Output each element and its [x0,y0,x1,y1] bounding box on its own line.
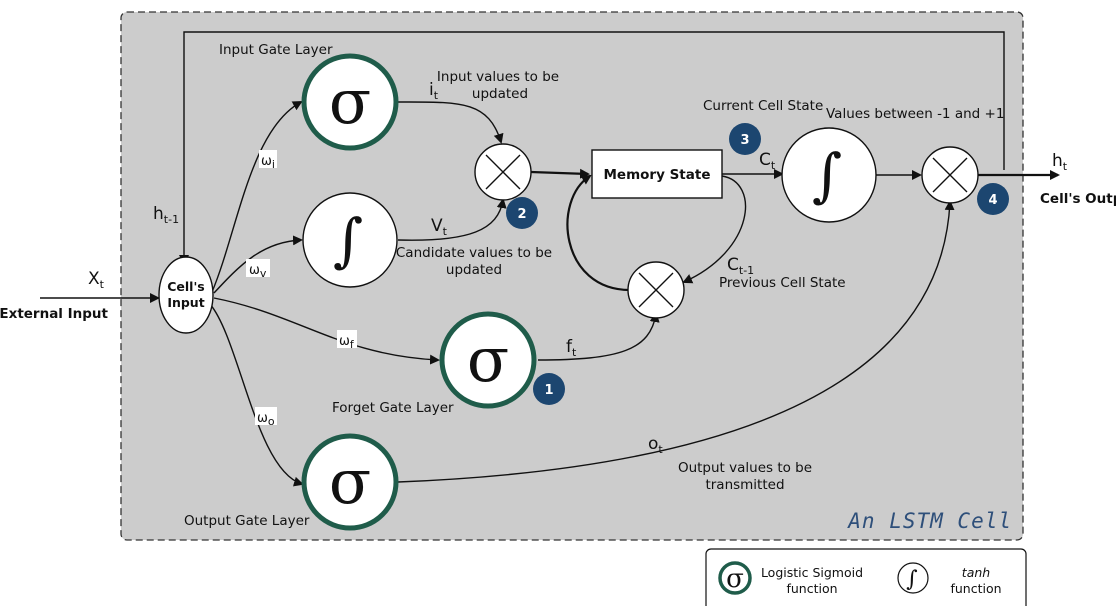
svg-text:3: 3 [740,133,749,148]
integral-icon: ∫ [333,206,363,274]
input-gate-sigmoid: σ [301,53,399,151]
connections [40,31,1060,487]
legend-tanh-label-2: function [950,581,1001,596]
legend-sigmoid-label-2: function [786,581,837,596]
vt-symbol: Vt [431,216,448,238]
forget-gate-sigmoid: σ [439,311,537,409]
ot-path [397,200,955,483]
to-candidate [213,235,303,294]
badge-1: 1 [533,373,565,405]
output-multiply-node [921,146,979,204]
cells-input-label-1: Cell's [167,279,205,294]
weight-wf: ωf [337,330,357,351]
weight-wi: ωi [259,150,277,171]
diagram-caption: An LSTM Cell [846,509,1012,533]
output-values-label-2: transmitted [705,477,784,493]
badge-3: 3 [729,123,761,155]
weight-wo: ωo [255,407,277,428]
cprev-path [682,175,747,284]
cell-tanh: ∫ [781,127,877,223]
input-values-label-2: updated [472,86,528,102]
svg-text:1: 1 [544,383,553,398]
current-cell-state-label: Current Cell State [703,98,823,114]
sigma-icon: σ [329,65,371,138]
to-forget-gate [213,297,440,365]
svg-text:2: 2 [517,207,526,222]
legend-sigmoid-icon: σ [718,561,752,595]
h-prev-symbol: ht-1 [153,204,179,226]
ht-symbol: ht [1052,151,1068,173]
ft-symbol: ft [566,337,577,359]
ot-symbol: ot [648,434,663,456]
vt-path [397,198,507,241]
ft-path [537,312,660,361]
integral-icon: ∫ [812,141,842,209]
it-path [397,101,504,144]
forget-gate-label: Forget Gate Layer [332,400,454,416]
legend-tanh-icon: ∫ [897,562,929,594]
to-input-gate [211,101,303,293]
c-prev-symbol: Ct-1 [727,255,754,277]
xt-symbol: Xt [88,269,105,291]
svg-text:ωf: ωf [339,334,355,351]
svg-text:ωi: ωi [261,154,275,171]
legend: σ Logistic Sigmoid function ∫ tanh funct… [705,548,1027,606]
cells-output-label: Cell's Output [1040,191,1116,207]
svg-text:∫: ∫ [906,567,918,592]
svg-text:4: 4 [988,193,997,208]
previous-cell-state-label: Previous Cell State [719,275,846,291]
legend-sigmoid-label-1: Logistic Sigmoid [761,565,863,580]
recurrent-path [566,174,631,292]
memory-state-node: Memory State [591,149,723,199]
forget-multiply-node [627,261,685,319]
it-symbol: it [429,80,439,102]
memory-state-label: Memory State [604,167,711,183]
svg-text:σ: σ [726,564,744,594]
input-gate-label: Input Gate Layer [219,42,333,58]
feedback-loop [179,31,1005,265]
multiply-icon [638,272,674,308]
multiply-icon [932,157,968,193]
multiply-icon [485,154,521,190]
svg-text:ωv: ωv [249,263,267,280]
cells-input-label-2: Input [167,295,204,310]
badge-2: 2 [506,197,538,229]
output-values-label-1: Output values to be [678,460,812,476]
values-range-label: Values between -1 and +1 [826,106,1004,122]
external-input-label: External Input [0,306,109,322]
input-multiply-node [474,143,532,201]
badge-4: 4 [977,183,1009,215]
output-gate-label: Output Gate Layer [184,513,310,529]
output-gate-sigmoid: σ [301,433,399,531]
sigma-icon: σ [467,323,509,396]
candidate-values-label-1: Candidate values to be [396,245,552,261]
svg-text:ωo: ωo [257,411,275,428]
weight-wv: ωv [246,259,270,280]
input-values-label-1: Input values to be [437,69,559,85]
to-output-gate [209,303,304,487]
candidate-tanh: ∫ [302,192,398,288]
to-memory-state [530,168,590,179]
sigma-icon: σ [329,445,371,518]
legend-tanh-label-1: tanh [962,565,990,580]
candidate-values-label-2: updated [446,262,502,278]
ct-symbol: Ct [759,150,776,172]
cells-input-node: Cell's Input [158,256,214,334]
